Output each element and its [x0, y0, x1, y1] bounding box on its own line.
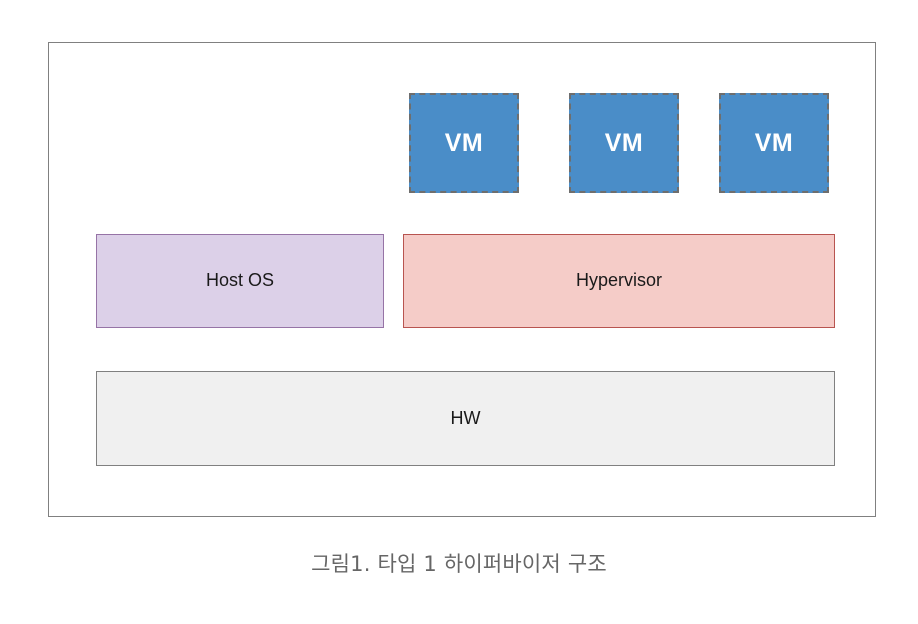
hardware-label: HW	[450, 407, 481, 428]
host-os-box: Host OS	[96, 234, 384, 328]
hardware-box: HW	[96, 371, 835, 466]
figure-frame: VM VM VM Host OS Hypervisor HW	[48, 42, 876, 517]
vm-box-3-label: VM	[754, 129, 794, 157]
hypervisor-label: Hypervisor	[575, 270, 663, 291]
vm-box-2-label: VM	[604, 129, 644, 157]
vm-box-2: VM	[569, 93, 679, 193]
host-os-label: Host OS	[205, 270, 275, 291]
figure-caption: 그림1. 타입 1 하이퍼바이저 구조	[311, 552, 607, 576]
vm-box-3: VM	[719, 93, 829, 193]
vm-box-1: VM	[409, 93, 519, 193]
vm-box-1-label: VM	[444, 129, 484, 157]
hypervisor-box: Hypervisor	[403, 234, 835, 328]
